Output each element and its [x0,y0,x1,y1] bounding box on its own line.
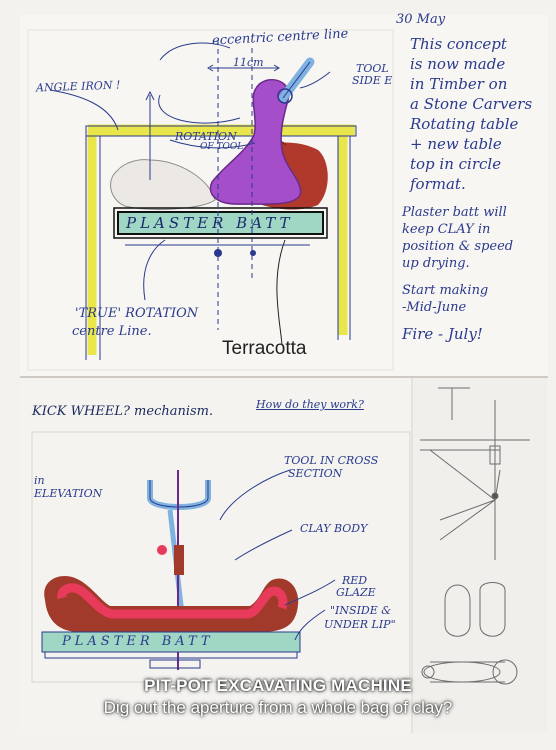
plaster-batt-bottom-label: PLASTER BATT [62,634,214,649]
centre-line-label: centre Line. [72,324,152,339]
note-line: Start making [402,283,489,298]
note-line: Rotating table [410,115,519,133]
red-glaze-label-1: RED [342,574,368,587]
clay-body-label: CLAY BODY [300,522,368,535]
note-line: is now made [410,55,506,73]
true-rotation-label: 'TRUE' ROTATION [75,306,199,321]
terracotta-label: Terracotta [222,338,307,359]
caption-overlay: PIT-POT EXCAVATING MACHINE Dig out the a… [0,676,556,718]
of-tool-label: OF TOOL [200,142,244,152]
elevation-label-2: ELEVATION [34,487,103,500]
note-line: + new table [410,135,502,153]
dimension-label: 11cm [233,56,264,69]
note-line: -Mid-June [402,300,467,315]
note-line: 30 May [396,12,446,27]
how-do-they-work-label: How do they work? [256,398,364,411]
kick-wheel-label: KICK WHEEL? mechanism. [32,404,214,419]
note-line: Plaster batt will [402,205,507,220]
caption-title: PIT-POT EXCAVATING MACHINE [144,676,412,695]
inside-lip-label-1: "INSIDE & [330,604,392,617]
note-line: a Stone Carvers [410,95,533,113]
note-line: position & speed [402,239,514,254]
tool-cross-section-label-1: TOOL IN CROSS [284,454,379,467]
note-line: This concept [410,35,507,53]
rotation-label: ROTATION [175,130,237,143]
side-label: SIDE E [352,74,393,87]
note-line: up drying. [402,256,470,271]
elevation-label-1: in [34,474,45,487]
plaster-batt-top-label: PLASTER BATT [126,214,294,232]
note-line: Fire - July! [402,325,483,343]
note-line: top in circle [410,155,502,173]
note-line: keep CLAY in [402,222,491,237]
note-line: format. [410,175,466,193]
notes-column: 30 May This concept is now made in Timbe… [396,12,544,343]
caption-subtitle: Dig out the aperture from a whole bag of… [103,698,453,717]
red-glaze-label-2: GLAZE [336,586,376,599]
tool-label: TOOL [356,62,389,75]
tool-cross-section-label-2: SECTION [288,467,343,480]
inside-lip-label-2: UNDER LIP" [324,618,396,631]
note-line: in Timber on [410,75,508,93]
